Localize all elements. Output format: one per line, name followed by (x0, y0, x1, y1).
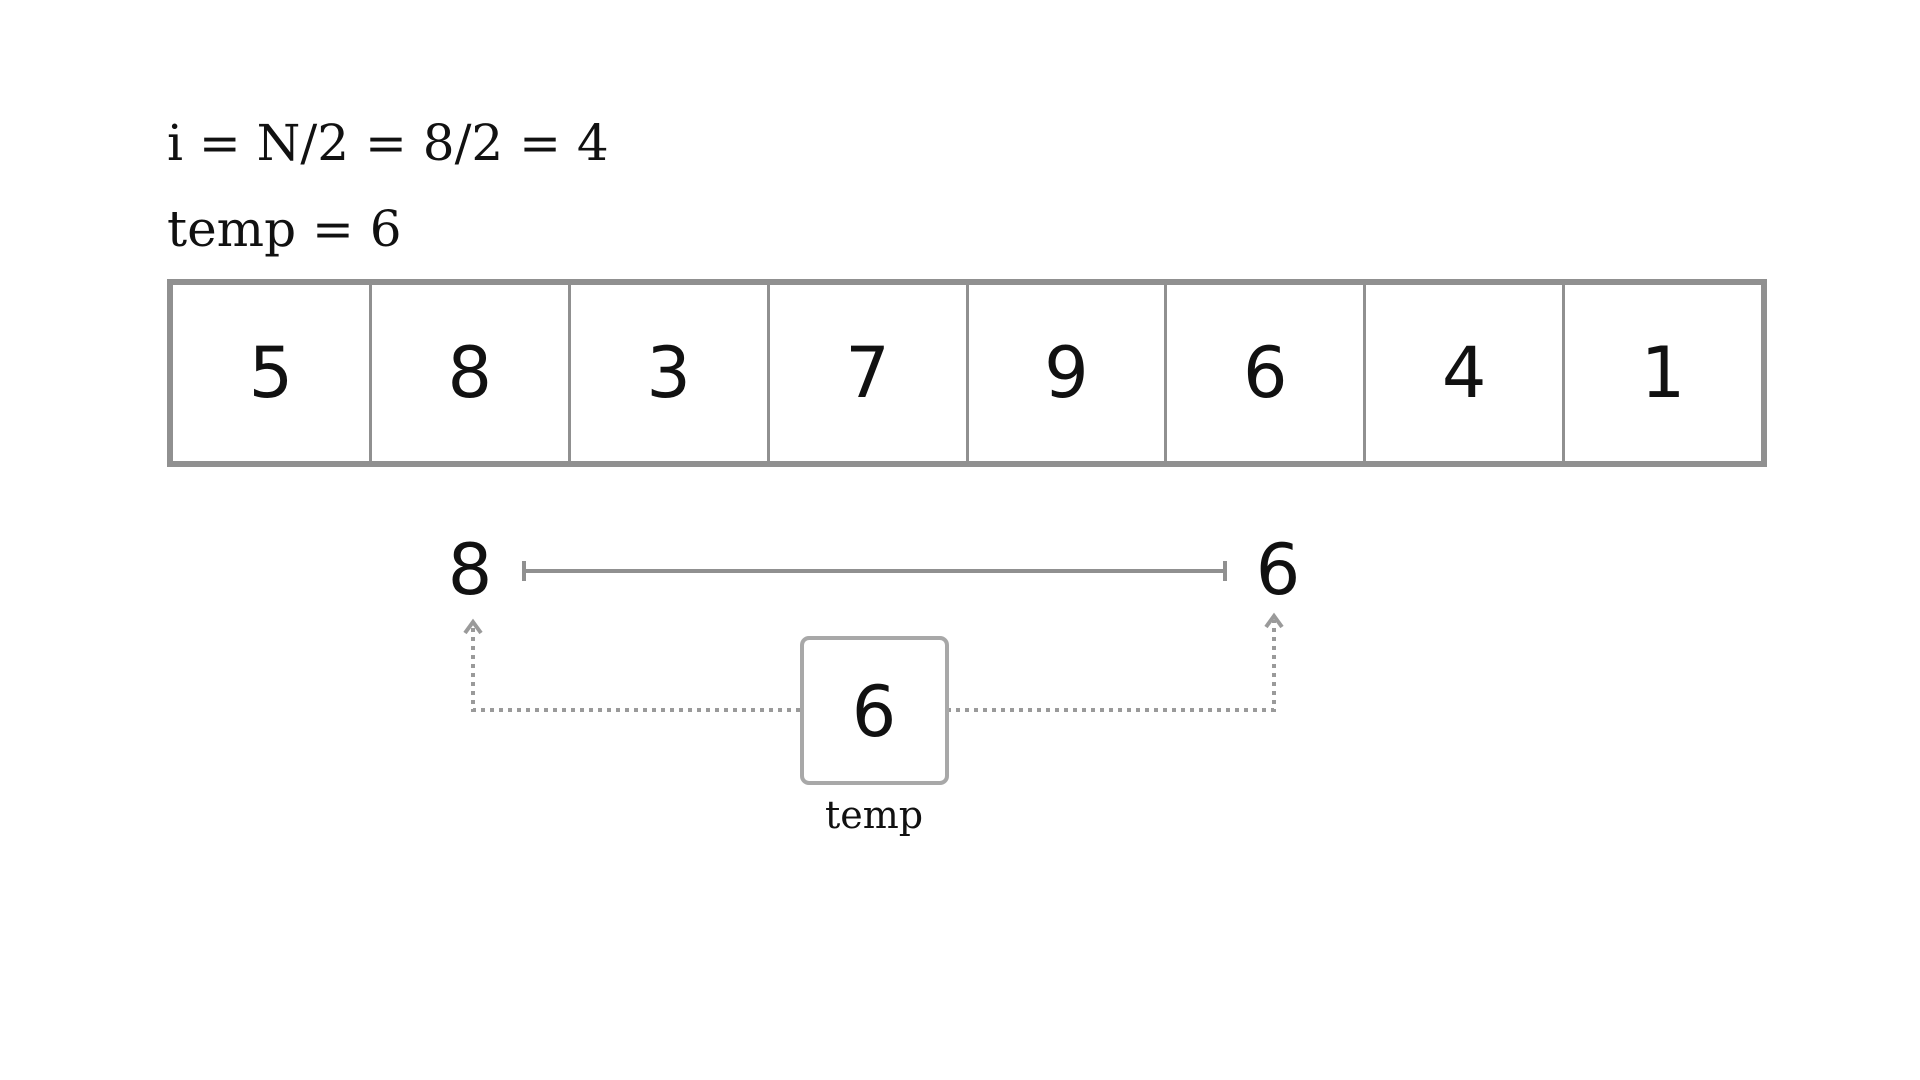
array-row: 5 8 3 7 9 6 4 1 (167, 279, 1767, 467)
array-cell-2: 3 (571, 285, 770, 461)
dotted-arrow-right (947, 612, 1284, 712)
array-cell-5: 6 (1167, 285, 1367, 461)
array-cell-0: 5 (173, 285, 372, 461)
array-cell-1: 8 (372, 285, 571, 461)
array-cell-4: 9 (969, 285, 1168, 461)
index-equation: i = N/2 = 8/2 = 4 (167, 114, 609, 172)
temp-box-value: 6 (852, 671, 897, 753)
swap-right-value: 6 (1256, 529, 1301, 611)
array-cell-3: 7 (770, 285, 969, 461)
swap-left-value: 8 (448, 529, 493, 611)
temp-box (800, 636, 949, 785)
swap-connector-line (522, 561, 1227, 581)
array-cell-7: 1 (1640, 332, 1686, 414)
dotted-arrow-left (463, 618, 800, 712)
temp-box-label: temp (825, 793, 923, 837)
temp-equation: temp = 6 (167, 200, 402, 258)
array-cell-6: 4 (1366, 285, 1566, 461)
